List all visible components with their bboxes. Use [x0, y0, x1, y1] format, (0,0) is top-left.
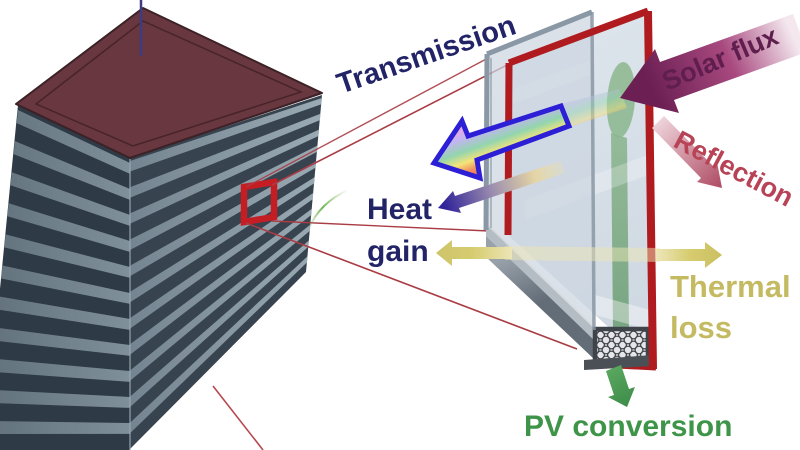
facade-slat	[16, 110, 131, 174]
arrow-transmission	[430, 102, 573, 182]
arrow-solar-flux	[620, 14, 800, 113]
facade-slat	[130, 192, 314, 329]
sill-slab-front	[486, 236, 594, 359]
arrow-heat-gain-beam	[438, 161, 565, 213]
callout-line-bottom-inner	[271, 220, 490, 232]
facade-slat	[130, 98, 322, 172]
callout-line-lower-stray	[212, 385, 264, 450]
facade-slat	[130, 256, 308, 434]
callout-line-bottom-outer	[245, 222, 578, 350]
facade-slat	[1, 265, 131, 304]
facade-slat	[130, 208, 312, 355]
callout-line-green	[308, 189, 349, 230]
arrow-heat-gain-left	[436, 240, 512, 266]
frame-gray	[483, 9, 596, 331]
arrow-thermal-loss	[656, 242, 722, 268]
label-heat-gain-line1: Heat	[367, 193, 432, 226]
frame-red-top	[507, 7, 650, 67]
facade-slat	[130, 177, 315, 303]
callout-line-top-inner	[245, 56, 491, 188]
facade-slat	[130, 224, 311, 381]
facade-slat	[13, 141, 131, 200]
facade-slat	[130, 129, 320, 224]
bottom-bar	[584, 355, 653, 370]
frame-gray-right	[590, 11, 596, 331]
facade-slat	[0, 421, 130, 434]
label-thermal-loss-line2: loss	[670, 310, 732, 345]
label-heat-gain-line2: gain	[367, 235, 429, 268]
callout-lines	[212, 56, 578, 450]
arrow-reflection	[652, 116, 722, 188]
arrow-pv-conversion	[606, 365, 635, 407]
facade-left-louvers	[0, 110, 131, 434]
facade-slat	[4, 234, 130, 278]
sill-edge-highlight	[485, 222, 595, 328]
label-reflection: Reflection	[669, 125, 798, 213]
label-pv-conversion: PV conversion	[524, 410, 732, 443]
callout-line-top-outer	[271, 62, 512, 186]
facade-slat	[130, 113, 321, 198]
glass-streak	[595, 295, 650, 330]
facade-slat	[10, 172, 130, 226]
facade-slat	[0, 328, 130, 356]
facade-slat	[0, 296, 130, 330]
highlight-square	[240, 178, 278, 226]
pv-stripe	[611, 133, 629, 330]
building	[0, 0, 323, 450]
frame-gray-top	[486, 9, 593, 57]
facade-slat	[130, 145, 318, 250]
facade-slat	[0, 359, 130, 382]
facade-right-louvers	[130, 98, 322, 434]
label-thermal-loss-line1: Thermal	[670, 269, 791, 304]
facade-slat	[0, 390, 130, 408]
facade-slat	[7, 203, 130, 252]
roof-inner-line	[34, 20, 304, 147]
facade-slat	[130, 161, 317, 277]
heat-beam-faint-band	[505, 246, 660, 262]
roof	[15, 7, 323, 159]
spacer-honeycomb	[595, 329, 648, 361]
facade-slat	[130, 240, 309, 408]
transmission-beam-fade	[561, 89, 627, 127]
